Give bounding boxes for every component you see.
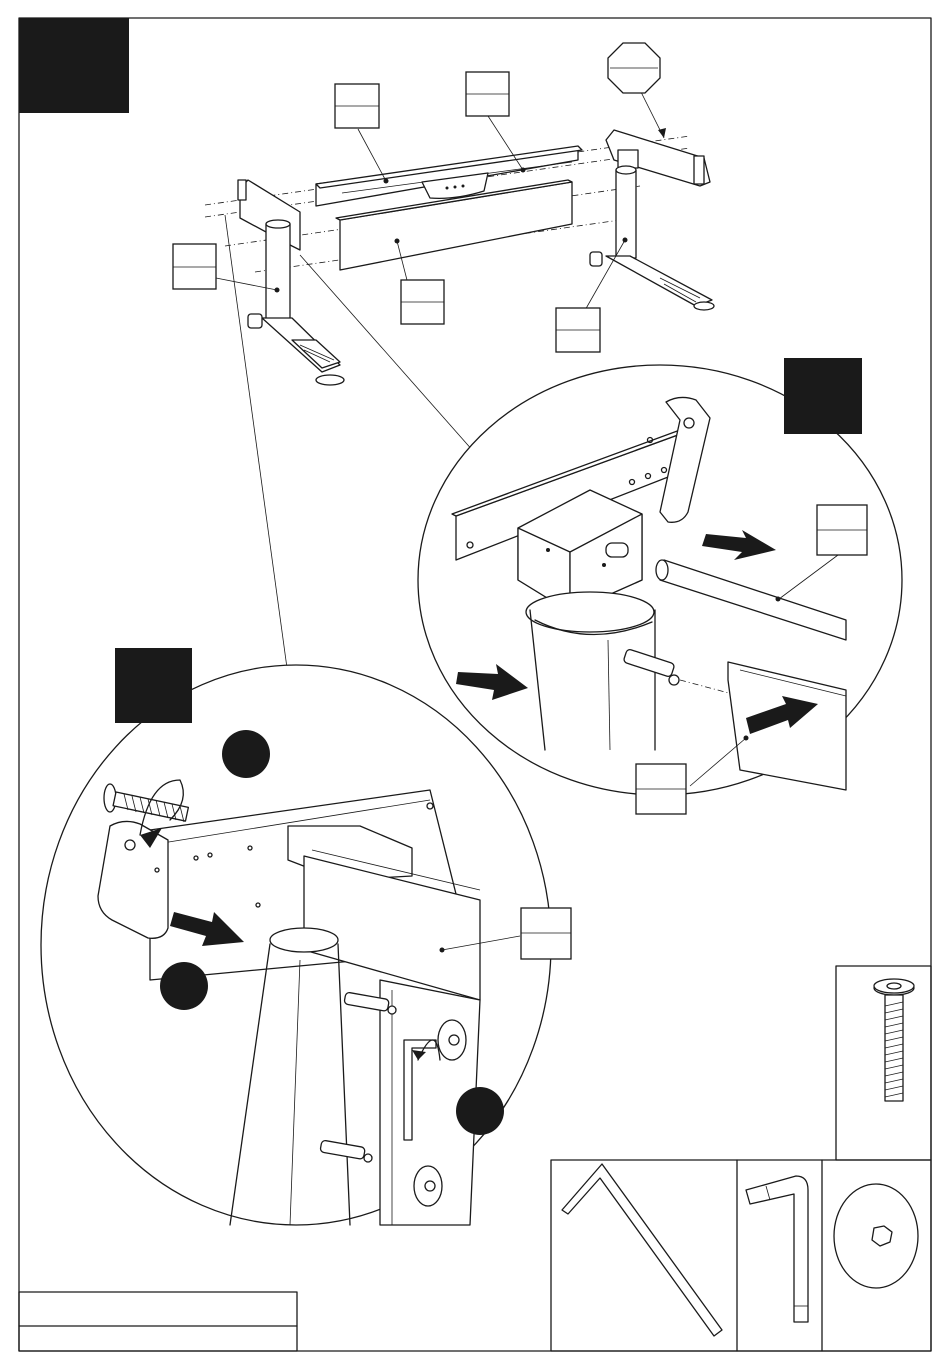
cam-lock-lower: [414, 1166, 442, 1206]
callout-panel-detail: [521, 908, 571, 959]
callout-beam-top: [335, 84, 379, 128]
long-hex-key-icon: [562, 1164, 722, 1336]
callout-panel-side: [636, 764, 686, 814]
bolt-screw-icon: [874, 979, 914, 1101]
sequence-marker-2: [160, 962, 208, 1010]
callout-leg-left: [173, 244, 216, 289]
sequence-marker-3: [456, 1087, 504, 1135]
left-leg: [238, 180, 344, 385]
parts-bolt-panel: [836, 966, 931, 1160]
callout-leg-right: [556, 308, 600, 352]
cam-lock-icon: [834, 1184, 918, 1288]
callout-beam-center: [466, 72, 509, 116]
cam-lock-upper: [438, 1020, 466, 1060]
detail-a-number-box: [784, 358, 862, 434]
callout-hex-part: [608, 43, 660, 93]
detail-b: [41, 665, 551, 1225]
callout-panel-front: [401, 280, 444, 324]
title-block: [19, 1292, 297, 1351]
sequence-marker-1: [222, 730, 270, 778]
callout-rod: [817, 505, 867, 555]
overview-assembly: [205, 90, 714, 385]
detail-b-number-box: [115, 648, 192, 723]
parts-tools-panel: [551, 1160, 931, 1351]
right-leg: [590, 130, 714, 310]
step-number-box: [19, 18, 129, 113]
short-hex-key-icon: [746, 1176, 808, 1322]
